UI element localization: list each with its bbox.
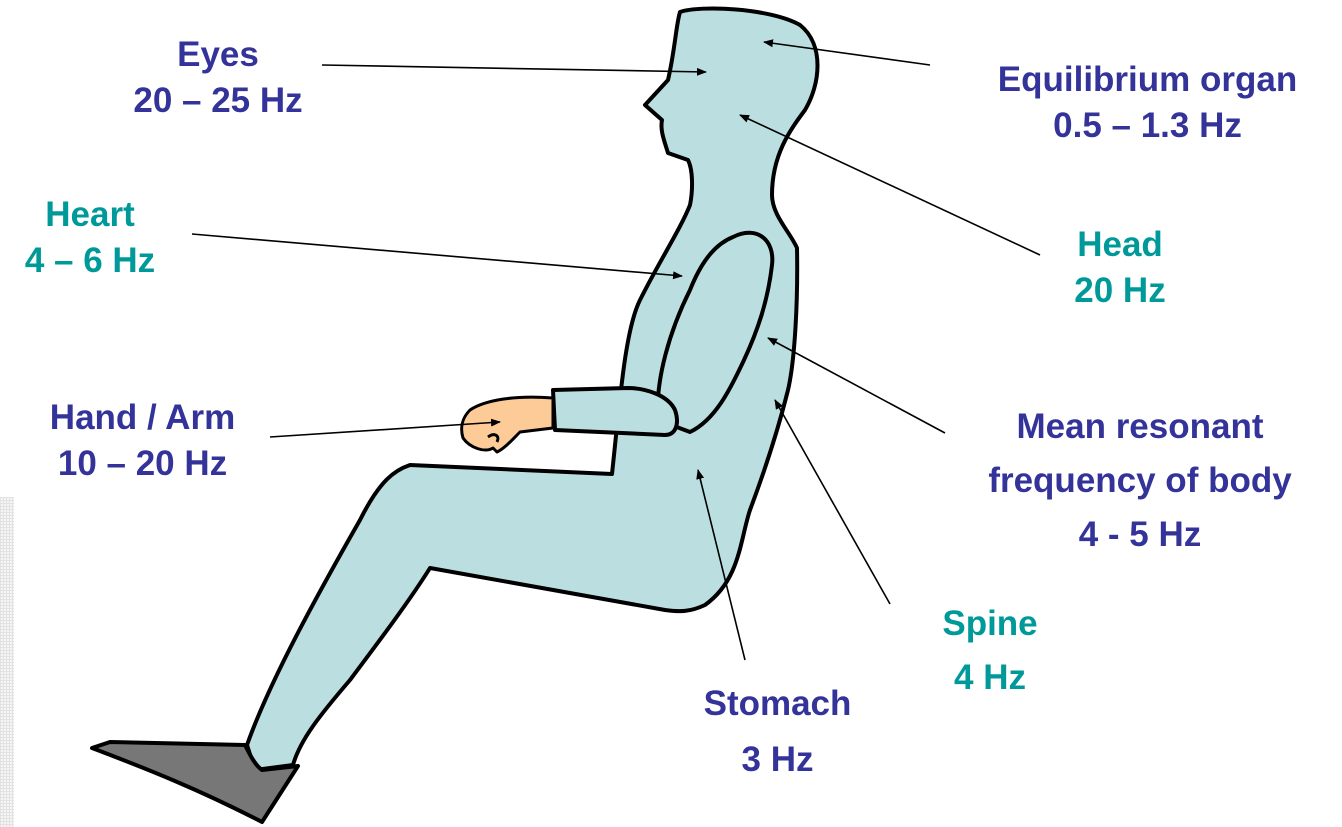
label-hand-arm: Hand / Arm 10 – 20 Hz [15,395,270,487]
label-head-freq: 20 Hz [1025,268,1215,314]
label-eyes: Eyes 20 – 25 Hz [98,32,338,124]
label-heart-name: Heart [0,192,180,238]
leader-line-eyes [322,65,706,72]
label-stomach-freq: 3 Hz [670,732,885,788]
leader-line-spine [775,400,890,604]
label-stomach: Stomach 3 Hz [670,676,885,788]
label-body-line2: frequency of body [940,454,1340,508]
label-head: Head 20 Hz [1025,222,1215,314]
label-spine-name: Spine [905,597,1075,651]
label-eyes-freq: 20 – 25 Hz [98,78,338,124]
label-body-freq: 4 - 5 Hz [940,508,1340,562]
label-hand-arm-freq: 10 – 20 Hz [15,441,270,487]
label-body-line1: Mean resonant [940,400,1340,454]
leader-line-body [768,338,945,433]
label-eyes-name: Eyes [98,32,338,78]
label-heart: Heart 4 – 6 Hz [0,192,180,284]
hand [462,397,553,452]
label-spine-freq: 4 Hz [905,651,1075,705]
forearm [553,388,677,435]
label-stomach-name: Stomach [670,676,885,732]
label-equilibrium-name: Equilibrium organ [955,57,1340,103]
label-head-name: Head [1025,222,1215,268]
label-spine: Spine 4 Hz [905,597,1075,705]
label-heart-freq: 4 – 6 Hz [0,238,180,284]
label-mean-resonant-frequency: Mean resonant frequency of body 4 - 5 Hz [940,400,1340,562]
label-hand-arm-name: Hand / Arm [15,395,270,441]
label-equilibrium-organ: Equilibrium organ 0.5 – 1.3 Hz [955,57,1340,149]
leader-line-heart [192,234,682,276]
label-equilibrium-freq: 0.5 – 1.3 Hz [955,103,1340,149]
